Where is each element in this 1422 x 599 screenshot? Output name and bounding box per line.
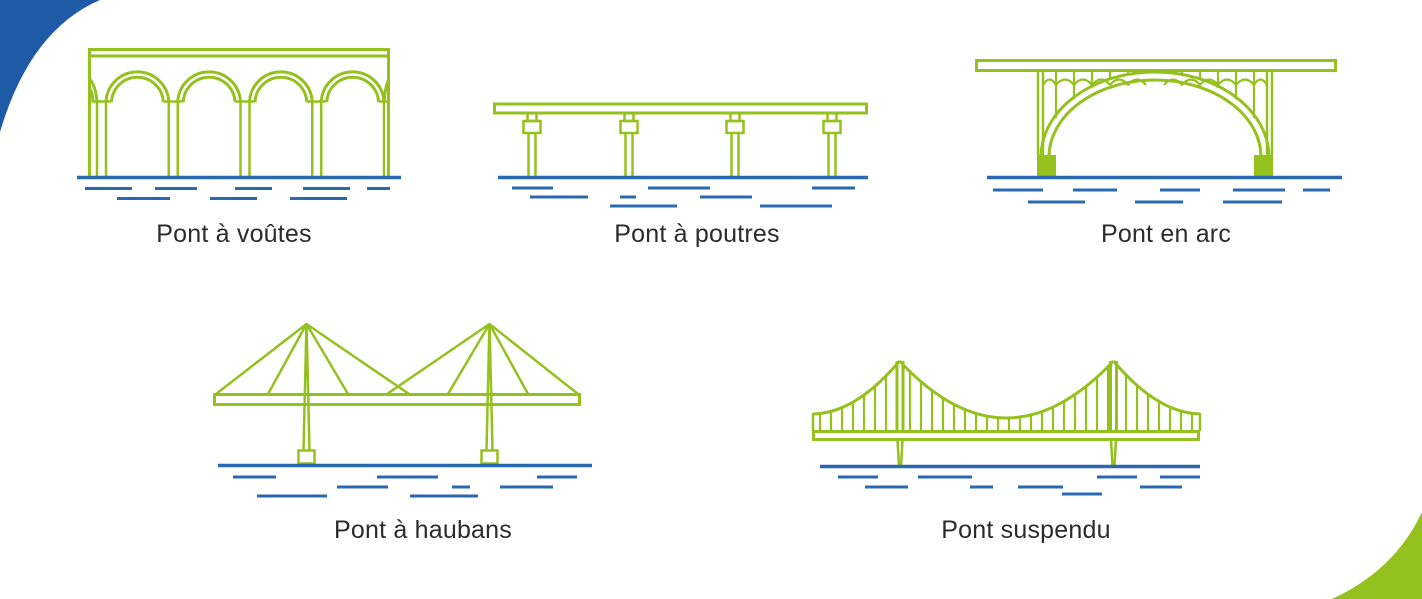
suspension-bridge-icon (811, 359, 1202, 496)
arch-bridge-icon (975, 59, 1342, 204)
water-lines (987, 175, 1342, 204)
hanger-cables (818, 365, 1194, 431)
beam-piers (522, 111, 842, 177)
water-lines (77, 175, 401, 200)
suspension-tower-bases (896, 439, 1118, 467)
stayed-deck (213, 393, 581, 406)
beam-deck (493, 102, 868, 115)
water-lines (820, 464, 1200, 496)
pylons (297, 322, 499, 465)
corner-decoration-bottom-right (1332, 512, 1422, 599)
arch-deck (975, 59, 1337, 72)
viaduct-piers (92, 100, 389, 177)
suspension-deck (812, 430, 1200, 441)
bridge-label-pont-a-poutres: Pont à poutres (614, 220, 780, 248)
arch-viaduct-bridge-icon (77, 48, 401, 200)
bridge-label-pont-a-haubans: Pont à haubans (334, 516, 512, 544)
arch-main-piers (1036, 71, 1274, 155)
stay-cables (215, 322, 579, 396)
arch-footings (1037, 155, 1273, 176)
suspension-towers (895, 361, 1118, 430)
arch-spandrel-columns (1042, 72, 1268, 118)
bridge-label-pont-suspendu: Pont suspendu (941, 516, 1111, 544)
bridge-label-pont-en-arc: Pont en arc (1100, 220, 1232, 248)
main-cables (812, 359, 1201, 420)
water-lines (218, 463, 592, 498)
viaduct-deck (88, 48, 390, 177)
bridge-label-pont-a-voutes: Pont à voûtes (156, 220, 312, 248)
beam-bridge-icon (493, 102, 868, 208)
cable-stayed-bridge-icon (213, 322, 592, 498)
water-lines (498, 175, 868, 208)
viaduct-arches (88, 70, 390, 103)
corner-decoration-top-left (0, 0, 100, 132)
cable-anchors (811, 413, 1202, 431)
arch-rib (1039, 70, 1271, 158)
